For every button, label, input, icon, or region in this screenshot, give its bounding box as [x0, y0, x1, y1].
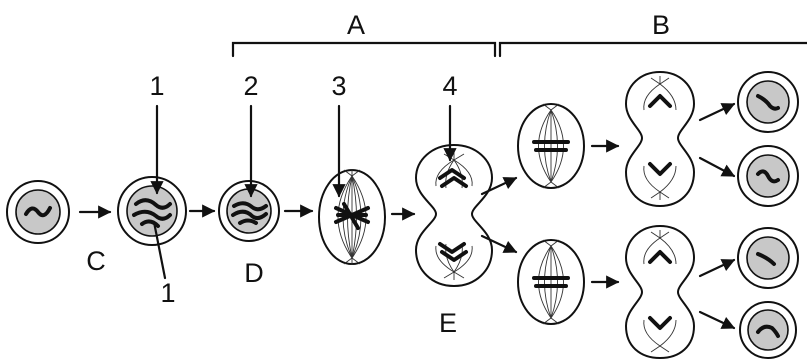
- label-cell-c: C: [86, 246, 106, 276]
- label-pointer-2: 2: [243, 71, 258, 101]
- arrow-top-to-daughter-2: [700, 158, 734, 176]
- daughter-cell-3: [738, 228, 798, 288]
- cell-1: [118, 177, 186, 245]
- arrow-bottom-to-daughter-3: [700, 260, 734, 276]
- cell-b-top-dividing: [626, 72, 694, 206]
- daughter-cell-1: [738, 72, 798, 132]
- label-pointer-1-top: 1: [149, 71, 164, 101]
- cell-e: [416, 145, 492, 286]
- cell-b-top-metaphase: [518, 104, 584, 188]
- arrow-bottom-to-daughter-4: [700, 312, 734, 328]
- bracket-a: [233, 43, 495, 56]
- cell-c: [7, 181, 69, 243]
- label-cell-d: D: [244, 258, 264, 288]
- label-cell-e: E: [439, 308, 457, 338]
- cell-3: [319, 169, 385, 265]
- cell-d: [219, 181, 279, 241]
- daughter-cell-2: [738, 146, 798, 206]
- label-pointer-3: 3: [331, 71, 346, 101]
- label-phase-b: B: [652, 10, 670, 40]
- label-phase-a: A: [347, 10, 365, 40]
- bracket-b: [500, 43, 807, 56]
- cell-b-bottom-dividing: [626, 226, 694, 358]
- cell-b-bottom-metaphase: [518, 240, 584, 324]
- label-pointer-4: 4: [442, 71, 457, 101]
- daughter-cell-4: [740, 302, 796, 358]
- label-pointer-1-bottom: 1: [160, 278, 175, 308]
- arrow-top-to-daughter-1: [700, 104, 734, 120]
